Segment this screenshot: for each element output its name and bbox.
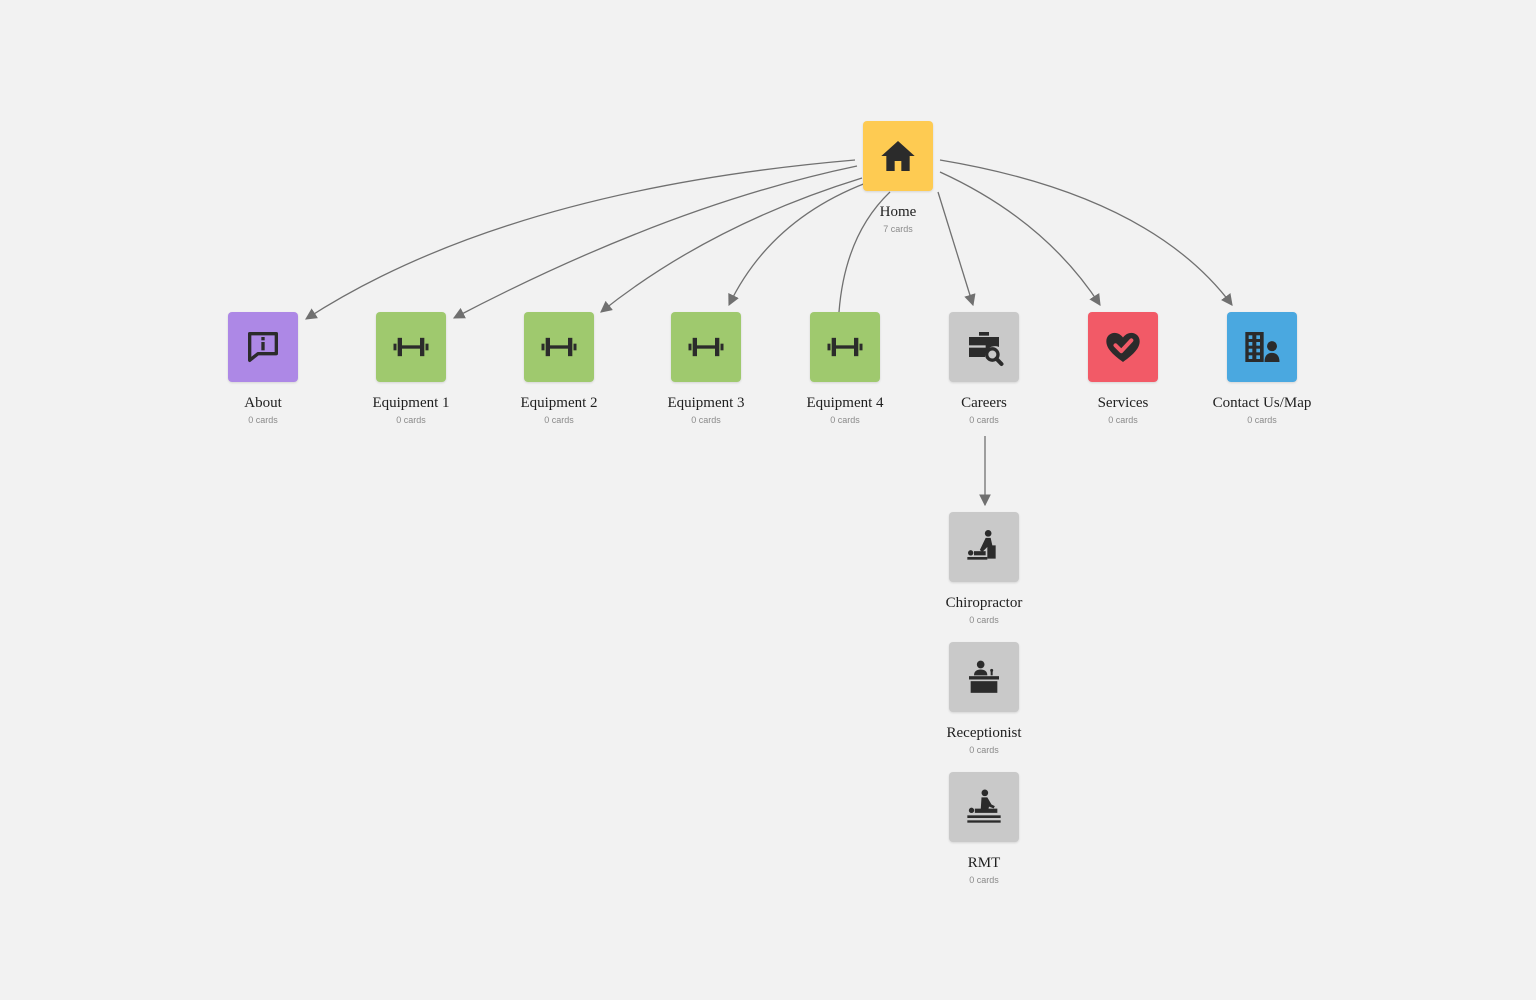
node-equipment-4-label: Equipment 4 [806, 395, 884, 411]
node-equipment-2[interactable]: Equipment 2 0 cards [489, 312, 629, 426]
building-person-icon [1245, 332, 1280, 362]
node-services[interactable]: Services 0 cards [1053, 312, 1193, 426]
job-search-icon [969, 332, 1004, 366]
node-rmt-tile[interactable] [949, 772, 1019, 842]
node-chiropractor-label: Chiropractor [945, 595, 1023, 611]
node-rmt[interactable]: RMT 0 cards [914, 772, 1054, 886]
node-equipment-3-tile[interactable] [671, 312, 741, 382]
node-equipment-4-tile[interactable] [810, 312, 880, 382]
node-equipment-3-label: Equipment 3 [667, 395, 745, 411]
node-careers[interactable]: Careers 0 cards [914, 312, 1054, 426]
node-contact-tile[interactable] [1227, 312, 1297, 382]
node-services-tile[interactable] [1088, 312, 1158, 382]
node-equipment-2-count: 0 cards [544, 415, 574, 425]
node-contact[interactable]: Contact Us/Map 0 cards [1192, 312, 1332, 426]
node-home-label: Home [879, 204, 917, 220]
node-receptionist-count: 0 cards [969, 745, 999, 755]
dumbbell-icon [827, 337, 863, 357]
node-equipment-3-count: 0 cards [691, 415, 721, 425]
node-rmt-count: 0 cards [969, 875, 999, 885]
node-careers-label: Careers [961, 395, 1007, 411]
edge-home-about [305, 159, 856, 320]
node-careers-tile[interactable] [949, 312, 1019, 382]
node-about[interactable]: About 0 cards [193, 312, 333, 426]
edge-home-equipment1 [452, 165, 858, 319]
info-message-icon [248, 332, 278, 362]
heart-check-icon [1106, 332, 1140, 362]
edge-home-contact [939, 159, 1233, 306]
node-equipment-1-label: Equipment 1 [372, 395, 450, 411]
node-about-count: 0 cards [248, 415, 278, 425]
node-equipment-1[interactable]: Equipment 1 0 cards [341, 312, 481, 426]
edge-home-equipment2 [600, 177, 863, 313]
node-equipment-4-count: 0 cards [830, 415, 860, 425]
receptionist-icon [969, 660, 999, 693]
node-home-count: 7 cards [883, 224, 913, 234]
node-equipment-4[interactable]: Equipment 4 0 cards [775, 312, 915, 426]
node-careers-count: 0 cards [969, 415, 999, 425]
node-equipment-2-tile[interactable] [524, 312, 594, 382]
dumbbell-icon [393, 337, 429, 357]
chiropractor-icon [967, 530, 996, 560]
node-chiropractor[interactable]: Chiropractor 0 cards [914, 512, 1054, 626]
node-chiropractor-count: 0 cards [969, 615, 999, 625]
node-rmt-label: RMT [967, 855, 1001, 871]
node-services-count: 0 cards [1108, 415, 1138, 425]
node-contact-count: 0 cards [1247, 415, 1277, 425]
node-receptionist-label: Receptionist [946, 725, 1022, 741]
node-equipment-1-count: 0 cards [396, 415, 426, 425]
node-receptionist[interactable]: Receptionist 0 cards [914, 642, 1054, 756]
node-home-tile[interactable] [863, 121, 933, 191]
node-about-label: About [244, 395, 282, 411]
node-equipment-1-tile[interactable] [376, 312, 446, 382]
node-services-label: Services [1097, 395, 1149, 411]
node-chiropractor-tile[interactable] [949, 512, 1019, 582]
node-equipment-2-label: Equipment 2 [520, 395, 598, 411]
massage-icon [967, 789, 1001, 823]
dumbbell-icon [688, 337, 724, 357]
node-about-tile[interactable] [228, 312, 298, 382]
home-icon [881, 141, 915, 171]
node-receptionist-tile[interactable] [949, 642, 1019, 712]
node-home[interactable]: Home 7 cards [828, 121, 968, 235]
node-contact-label: Contact Us/Map [1212, 395, 1312, 411]
node-equipment-3[interactable]: Equipment 3 0 cards [636, 312, 776, 426]
dumbbell-icon [541, 337, 577, 357]
